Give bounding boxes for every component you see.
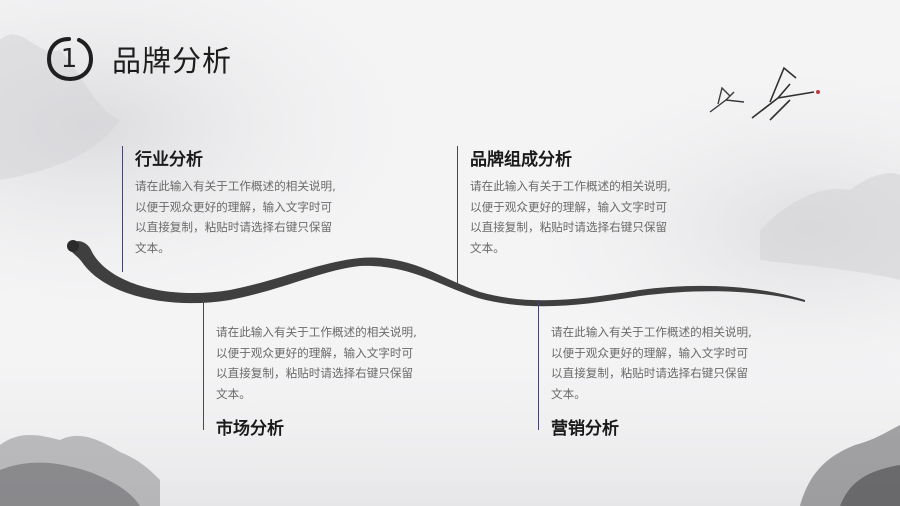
item-title: 营销分析: [551, 419, 619, 439]
ink-mountain-icon: [760, 173, 900, 280]
ink-mountain-icon: [0, 34, 120, 180]
connector-line: [122, 146, 123, 272]
item-description: 请在此输入有关于工作概述的相关说明, 以便于观众更好的理解，输入文字时可 以直接…: [551, 325, 752, 401]
page-header: 1 品牌分析: [46, 36, 232, 82]
item-title: 品牌组成分析: [470, 150, 572, 170]
item-title: 行业分析: [135, 150, 203, 170]
section-number: 1: [60, 44, 78, 74]
analysis-item-industry: 行业分析 请在此输入有关于工作概述的相关说明, 以便于观众更好的理解，输入文字时…: [135, 145, 375, 258]
item-title: 市场分析: [216, 419, 284, 439]
analysis-item-market: 请在此输入有关于工作概述的相关说明, 以便于观众更好的理解，输入文字时可 以直接…: [216, 322, 456, 439]
item-description: 请在此输入有关于工作概述的相关说明, 以便于观众更好的理解，输入文字时可 以直接…: [470, 179, 671, 255]
analysis-item-brand-composition: 品牌组成分析 请在此输入有关于工作概述的相关说明, 以便于观众更好的理解，输入文…: [470, 145, 710, 258]
section-number-badge: 1: [46, 36, 96, 82]
crane-icon: [751, 66, 815, 121]
page-title: 品牌分析: [112, 44, 233, 78]
analysis-item-marketing: 请在此输入有关于工作概述的相关说明, 以便于观众更好的理解，输入文字时可 以直接…: [551, 322, 791, 439]
connector-line: [457, 146, 458, 286]
ink-circle-icon: [46, 37, 94, 82]
item-description: 请在此输入有关于工作概述的相关说明, 以便于观众更好的理解，输入文字时可 以直接…: [216, 325, 417, 401]
crane-icon: [709, 86, 745, 113]
item-description: 请在此输入有关于工作概述的相关说明, 以便于观众更好的理解，输入文字时可 以直接…: [135, 179, 336, 255]
connector-line: [203, 300, 204, 430]
connector-line: [538, 300, 539, 430]
ink-brush-stroke-icon: [69, 241, 806, 307]
